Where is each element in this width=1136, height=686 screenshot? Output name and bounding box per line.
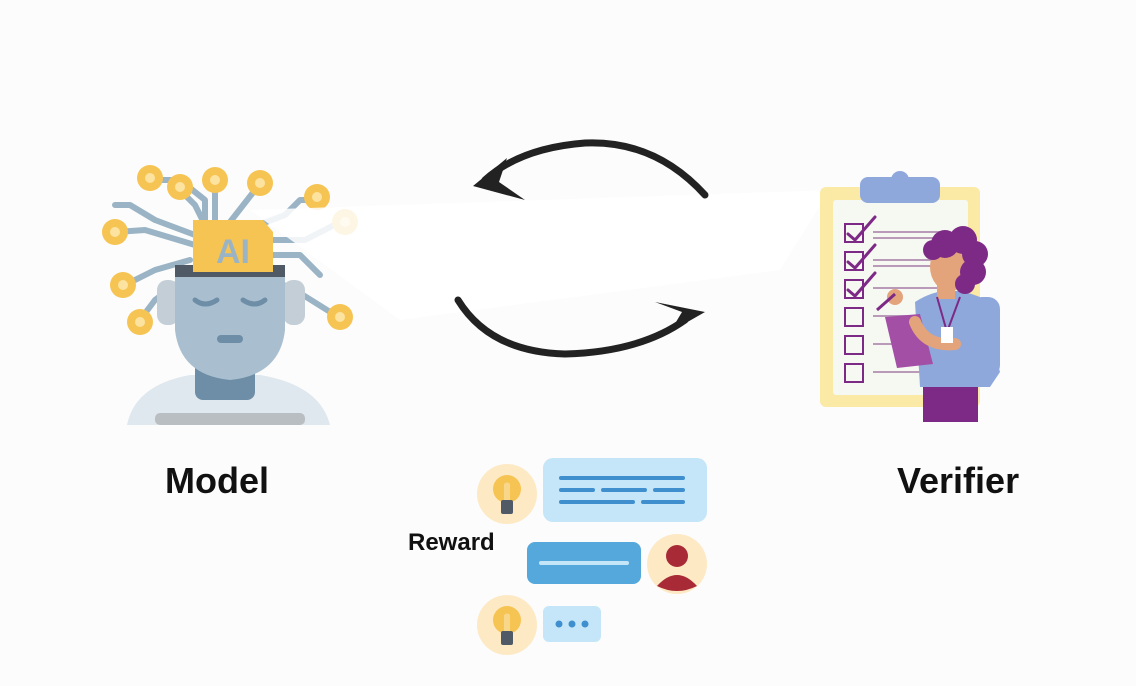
reply-bubble-icon [527, 542, 641, 584]
model-label: Model [165, 460, 269, 501]
typing-dots-icon [543, 606, 601, 642]
clipboard-checklist-person-icon [820, 171, 1000, 422]
ai-robot-head-icon: AI [102, 165, 358, 425]
arrow-verifier-to-model [473, 139, 709, 200]
verifier-label: Verifier [897, 460, 1020, 501]
chat-bubble-icon [543, 458, 707, 522]
reward-label: Reward [408, 529, 495, 556]
lightbulb-icon [477, 464, 537, 524]
lightbulb-icon [477, 595, 537, 655]
user-avatar-icon [647, 534, 707, 594]
ai-chip-text: AI [216, 233, 250, 271]
arrow-model-to-verifier [454, 296, 705, 358]
